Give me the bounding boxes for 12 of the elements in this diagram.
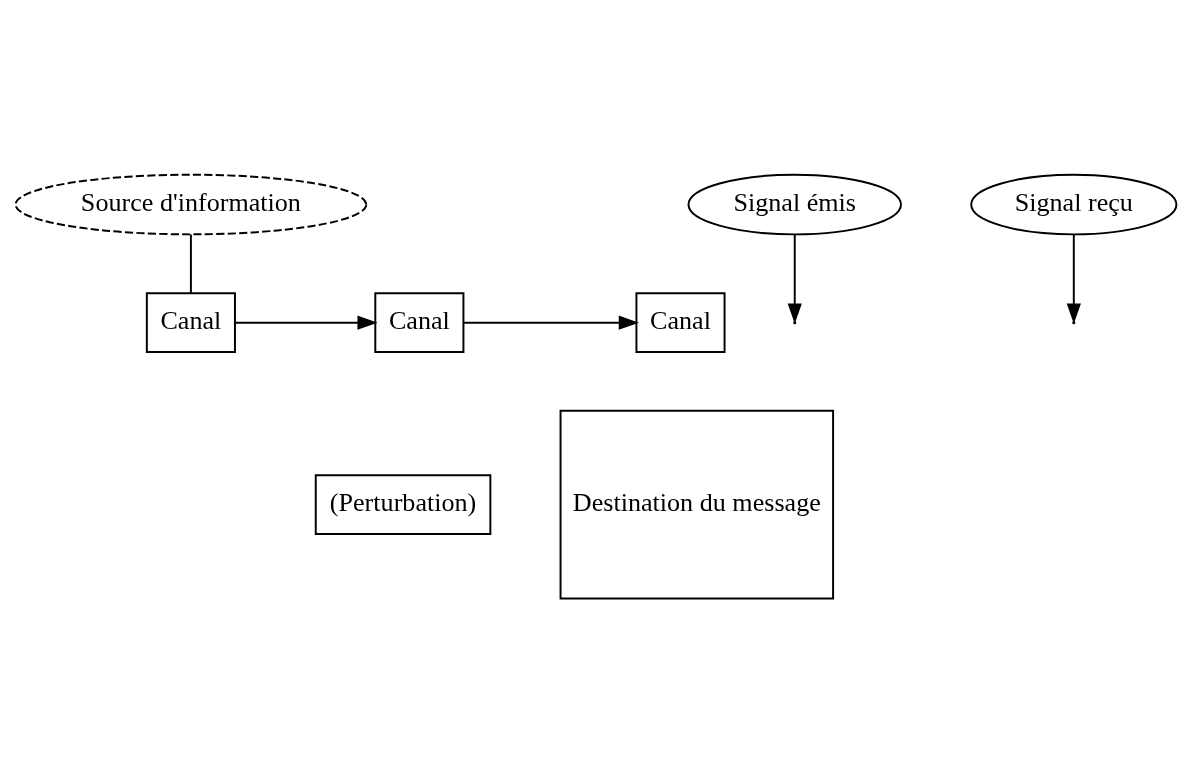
node-box: Destination du message [559, 409, 835, 600]
node-box: Canal [374, 292, 465, 354]
connector [189, 233, 192, 294]
node-ellipse: Signal émis [687, 173, 902, 236]
node-ellipse: Source d'information [14, 173, 368, 236]
node-box: Canal [145, 292, 236, 354]
node-ellipse: Signal reçu [970, 173, 1178, 236]
arrow [787, 233, 802, 324]
node-box: (Perturbation) [314, 474, 492, 535]
arrow [462, 315, 639, 330]
arrow [234, 315, 378, 330]
node-box: Canal [635, 292, 726, 354]
